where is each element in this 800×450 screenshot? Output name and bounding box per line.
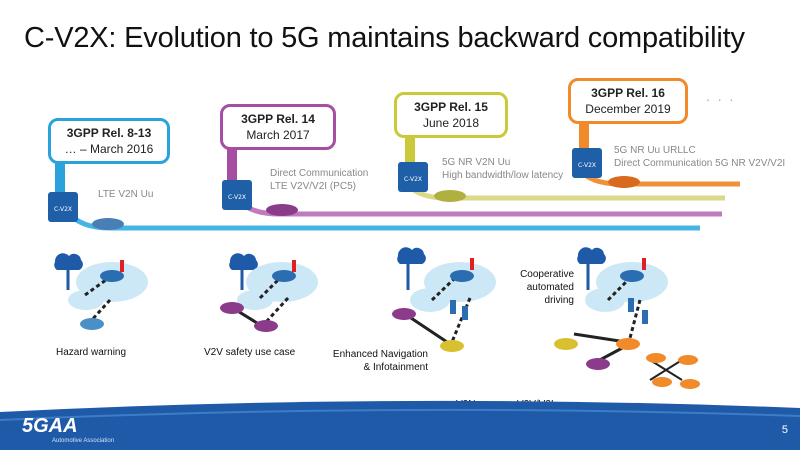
track-rel14 — [236, 198, 722, 217]
antenna-icon — [628, 298, 634, 312]
release-date: March 2017 — [246, 128, 310, 142]
car-icon — [272, 270, 296, 282]
car-icon — [678, 355, 698, 365]
tech-label-rel15: 5G NR V2N Uu High bandwidth/low latency — [442, 157, 564, 181]
car-icon — [266, 204, 298, 216]
car-icon — [646, 353, 666, 363]
chip-icon-4: C-V2X — [572, 148, 602, 178]
car-icon — [680, 379, 700, 389]
car-icon — [554, 338, 578, 350]
usecase-label-rel14: V2V safety use case — [204, 347, 296, 358]
release-date: … – March 2016 — [64, 142, 154, 156]
car-icon — [254, 320, 278, 332]
car-icon — [586, 358, 610, 370]
car-icon — [92, 218, 124, 230]
cloud-icon — [229, 253, 258, 270]
antenna-icon — [642, 310, 648, 324]
scenario-v2v-safety — [220, 253, 318, 332]
warning-icon — [120, 260, 124, 272]
car-icon — [220, 302, 244, 314]
svg-text:C-V2X: C-V2X — [228, 194, 246, 201]
release-box-rel15: 3GPP Rel. 15 June 2018 — [394, 92, 508, 138]
car-icon — [80, 318, 104, 330]
cloud-icon — [577, 247, 606, 264]
tech-label-rel16: 5G NR Uu URLLC Direct Communication 5G N… — [614, 145, 786, 169]
chip-icon-2: C-V2X — [222, 180, 252, 210]
usecase-label-rel16: Cooperative automated driving — [520, 269, 574, 306]
release-box-rel16: 3GPP Rel. 16 December 2019 — [568, 78, 688, 124]
slide-title: C-V2X: Evolution to 5G maintains backwar… — [24, 22, 745, 54]
svg-text:C-V2X: C-V2X — [404, 176, 422, 183]
chip-icon-3: C-V2X — [398, 162, 428, 192]
car-icon — [434, 190, 466, 202]
car-icon — [652, 377, 672, 387]
antenna-icon — [450, 300, 456, 314]
release-name: 3GPP Rel. 14 — [241, 112, 315, 126]
tech-label-rel14: Direct Communication LTE V2V/V2I (PC5) — [270, 168, 369, 192]
scenario-enhanced-navigation — [392, 247, 496, 352]
car-icon — [616, 338, 640, 350]
release-date: June 2018 — [422, 116, 480, 130]
scenario-hazard-warning — [54, 253, 148, 330]
car-icon — [620, 270, 644, 282]
cloud-icon — [54, 253, 83, 270]
logo-subtitle: Automotive Association — [52, 438, 115, 444]
page-number: 5 — [781, 424, 788, 436]
track-rel16 — [576, 166, 740, 187]
usecase-label-rel8-13: Hazard warning — [56, 347, 127, 358]
tech-label-rel8-13: LTE V2N Uu — [98, 189, 154, 200]
svg-text:C-V2X: C-V2X — [578, 162, 596, 169]
car-icon — [440, 340, 464, 352]
footer-band — [0, 400, 800, 450]
release-box-rel8-13: 3GPP Rel. 8-13 … – March 2016 — [48, 118, 170, 164]
scenario-cooperative-driving — [554, 247, 700, 389]
car-icon — [450, 270, 474, 282]
warning-icon — [292, 260, 296, 272]
release-name: 3GPP Rel. 8-13 — [66, 126, 152, 140]
release-name: 3GPP Rel. 16 — [591, 86, 665, 100]
release-date: December 2019 — [585, 102, 671, 116]
release-box-rel14: 3GPP Rel. 14 March 2017 — [220, 104, 336, 150]
chip-icon-1: C-V2X — [48, 192, 78, 222]
warning-icon — [642, 258, 646, 270]
usecase-label-rel15: Enhanced Navigation & Infotainment — [332, 349, 428, 373]
cloud-icon — [397, 247, 426, 264]
ellipsis: . . . — [706, 88, 736, 104]
car-icon — [100, 270, 124, 282]
antenna-icon — [462, 306, 468, 320]
car-icon — [392, 308, 416, 320]
svg-text:C-V2X: C-V2X — [54, 206, 72, 213]
5gaa-logo: 5GAA — [22, 415, 78, 437]
release-name: 3GPP Rel. 15 — [414, 100, 488, 114]
car-icon — [608, 176, 640, 188]
warning-icon — [470, 258, 474, 270]
